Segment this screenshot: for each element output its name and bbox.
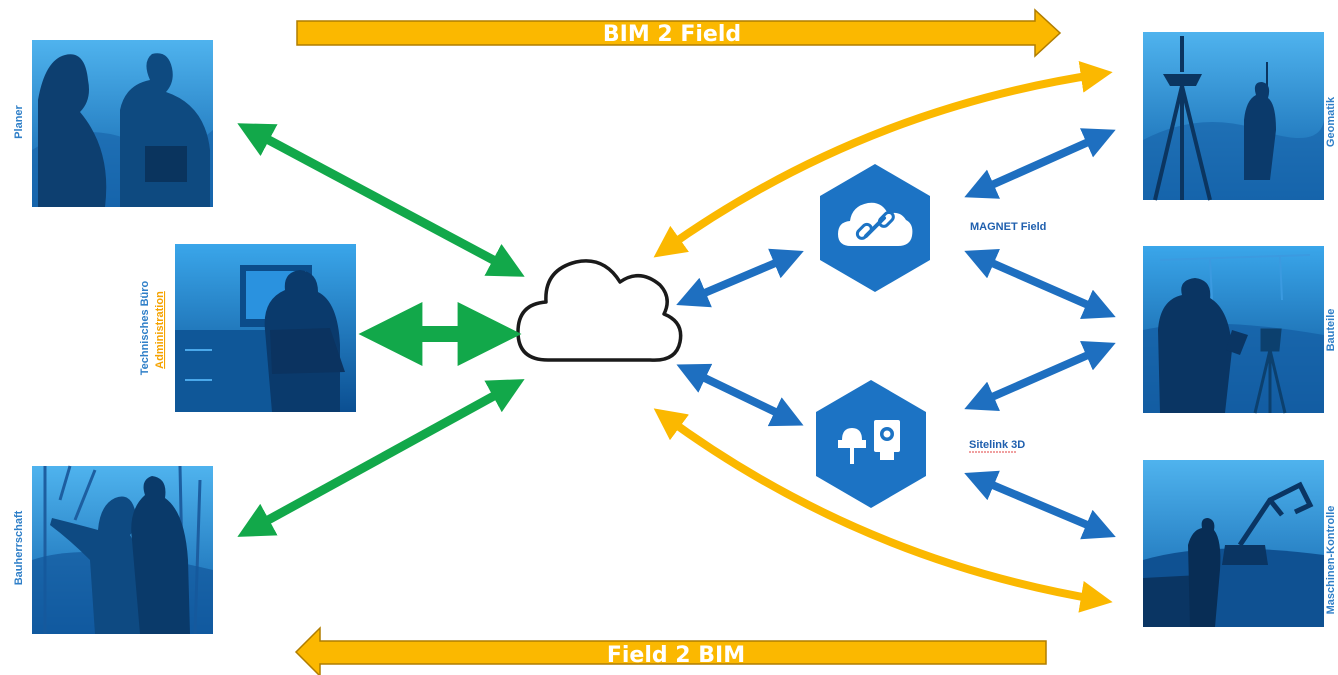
arrow-planer-cloud: [237, 123, 525, 277]
field-2-bim-banner: Field 2 BIM: [294, 626, 1047, 675]
magnet-field-node: MAGNET Field: [820, 164, 1046, 292]
bauteile-label: Bauteile: [1325, 309, 1337, 352]
planer-photo: [32, 40, 213, 208]
cloud-link-icon: [838, 202, 913, 246]
arrow-sitelink-bauteile: [964, 341, 1116, 411]
cloud-icon: [516, 259, 683, 362]
orange-arrows: [653, 61, 1113, 613]
geomatik-label: Geomatik: [1325, 96, 1337, 147]
technisches-buero-photo: [175, 244, 356, 412]
arrow-bauherrschaft-cloud: [237, 379, 525, 537]
arrow-magnet-geomatik: [964, 128, 1116, 199]
arrow-cloud-magnet: [676, 248, 804, 308]
planer-label: Planer: [13, 104, 25, 138]
bauherrschaft-photo: [32, 465, 213, 635]
arrow-sitelink-maschinen: [964, 470, 1116, 540]
field-2-bim-label: Field 2 BIM: [607, 643, 745, 668]
bim-2-field-label: BIM 2 Field: [603, 22, 741, 47]
technisches-buero-label: Technisches Büro: [139, 280, 151, 375]
arrow-cloud-maschinen-curve: [653, 408, 1113, 613]
administration-label: Administration: [154, 291, 166, 369]
gnss-total-station-icon: [838, 420, 900, 464]
magnet-field-label: MAGNET Field: [970, 221, 1046, 233]
maschinen-kontrolle-label: Maschinen-Kontrolle: [1325, 506, 1337, 615]
arrow-magnet-bauteile: [964, 249, 1116, 319]
bim-2-field-banner: BIM 2 Field: [296, 8, 1062, 58]
geomatik-photo: [1143, 32, 1324, 201]
arrow-cloud-geomatik-curve: [653, 61, 1113, 258]
bauherrschaft-label: Bauherrschaft: [13, 510, 25, 585]
arrow-cloud-sitelink: [676, 363, 804, 427]
maschinen-kontrolle-photo: [1143, 460, 1324, 627]
sitelink-3d-label: Sitelink 3D: [969, 439, 1025, 451]
sitelink-3d-node: Sitelink 3D: [816, 380, 1025, 508]
bauteile-photo: [1143, 246, 1324, 414]
green-arrows: [237, 123, 525, 537]
